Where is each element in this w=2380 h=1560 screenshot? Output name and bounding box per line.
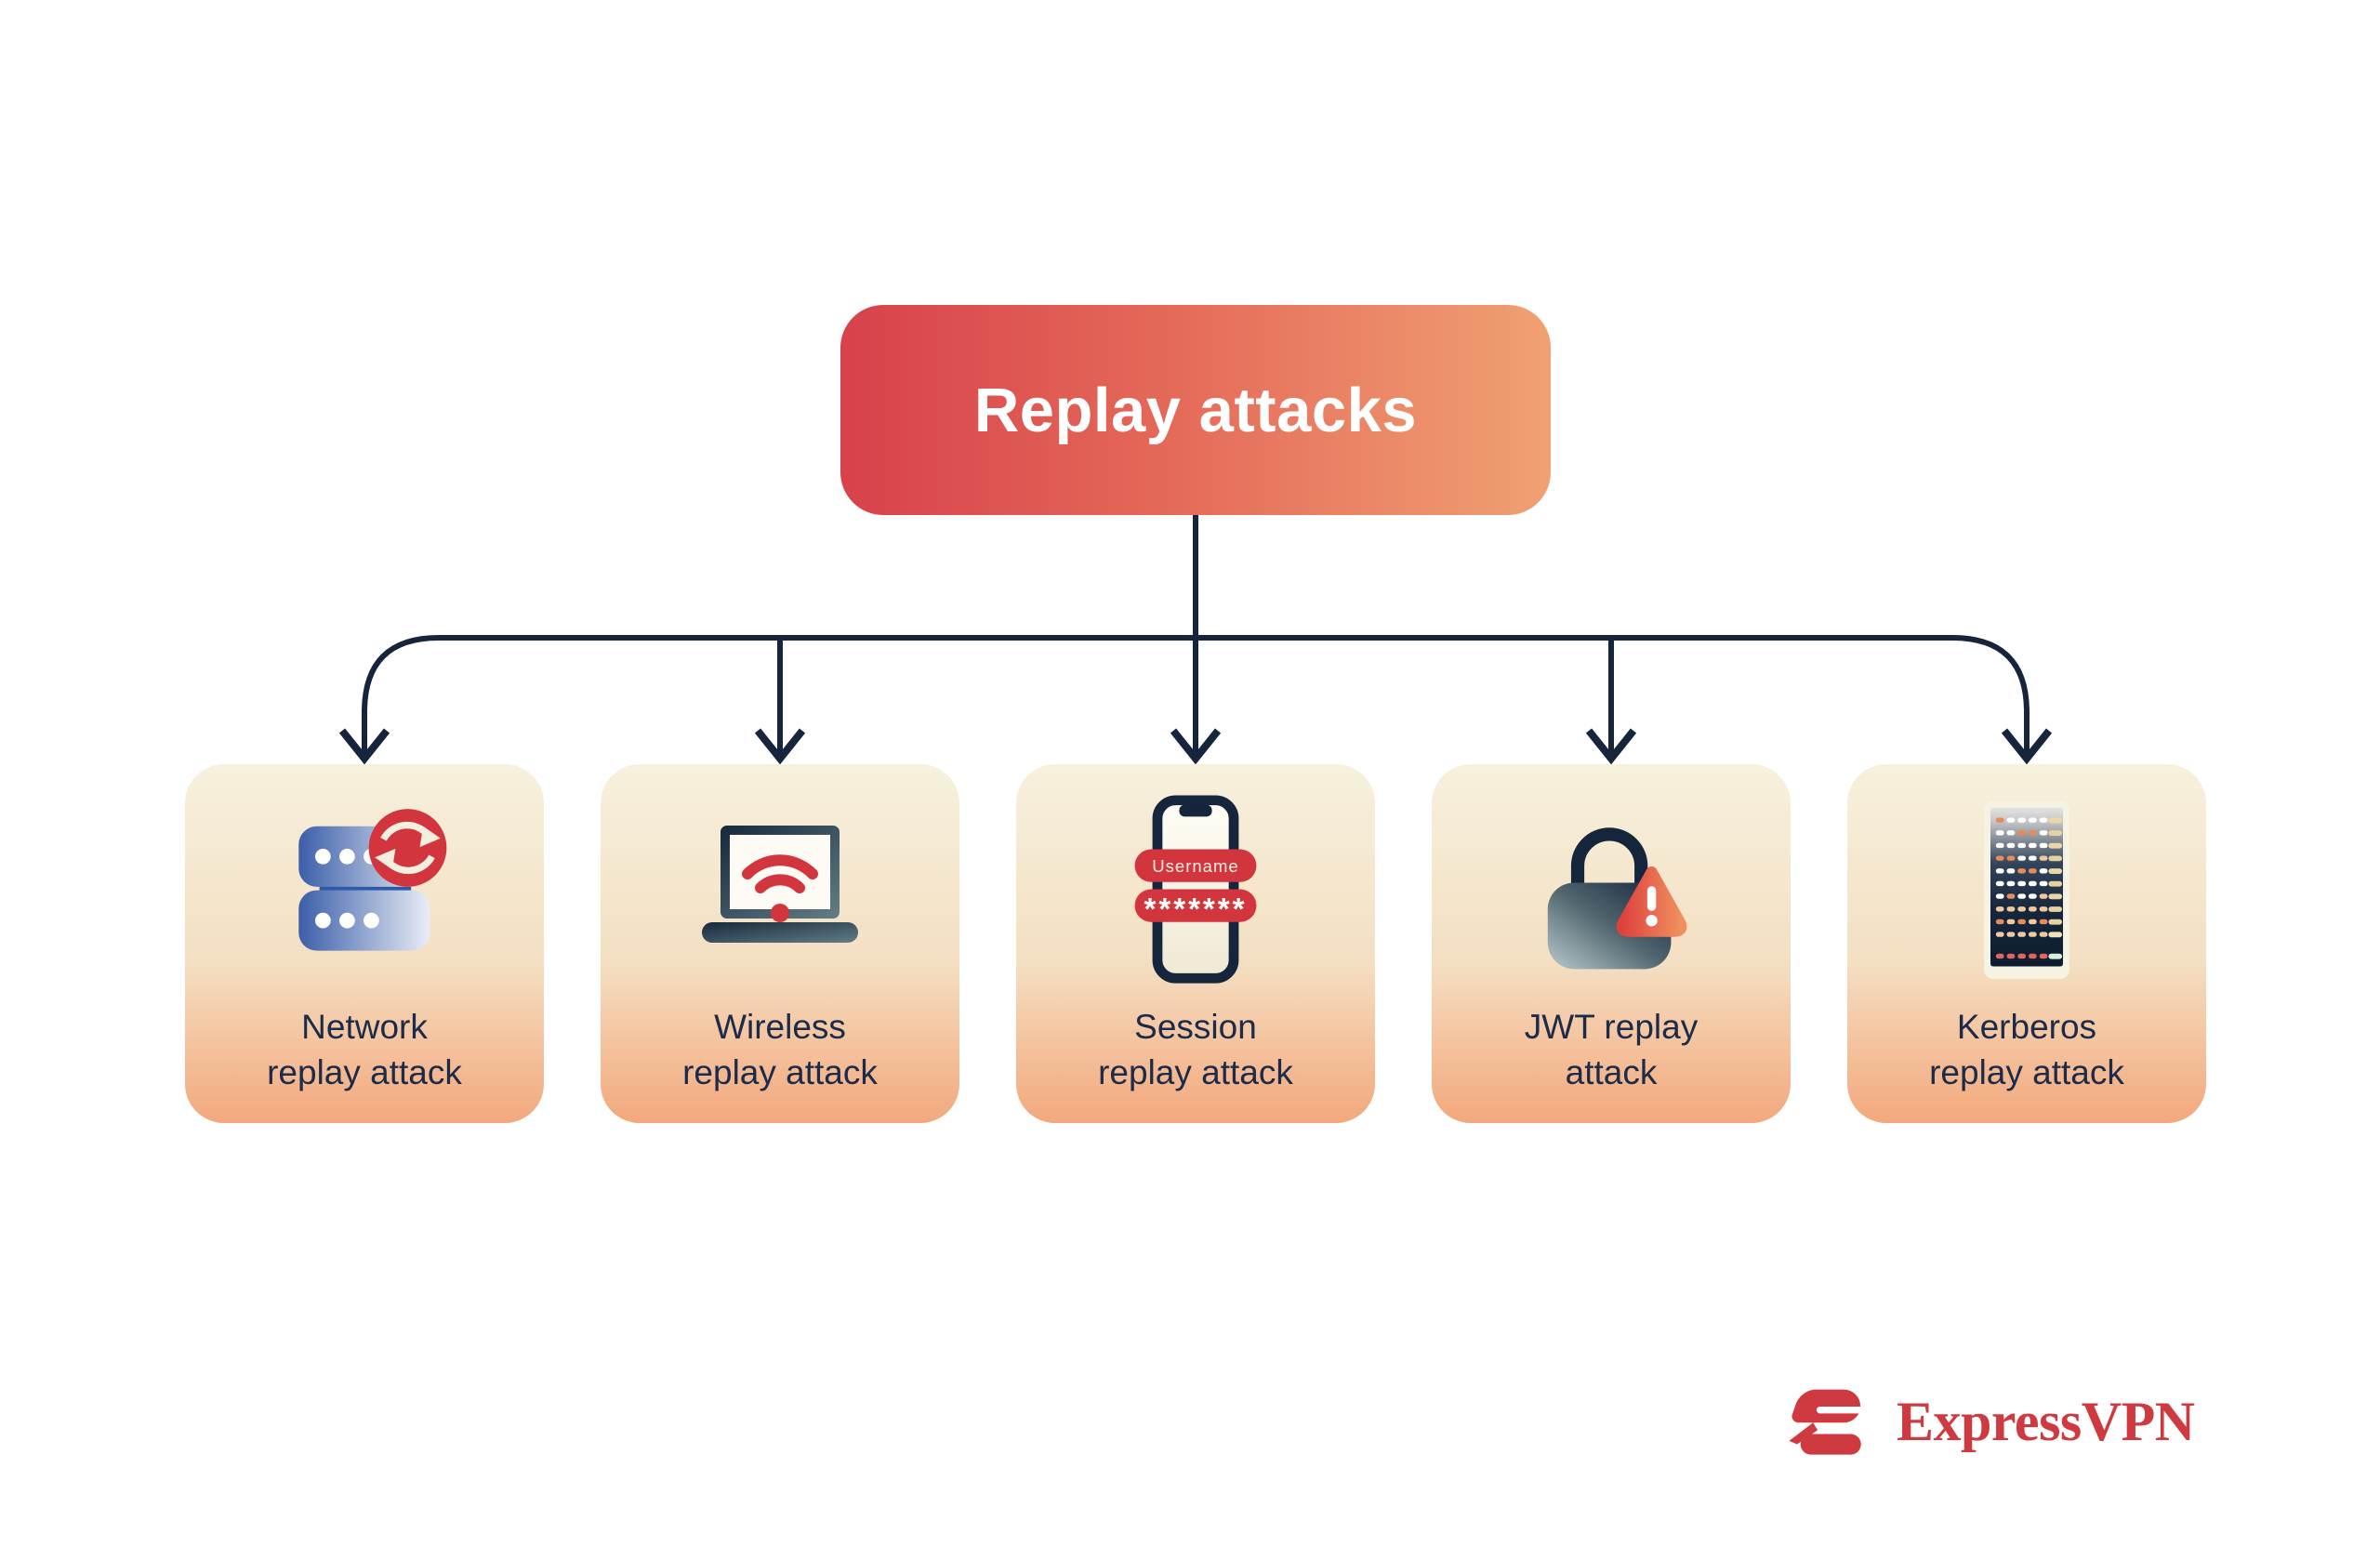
phone-credentials-icon: Username ******* bbox=[1134, 795, 1257, 984]
card-wireless-replay-attack: Wireless replay attack bbox=[601, 764, 959, 1123]
card-network-replay-attack: Network replay attack bbox=[185, 764, 544, 1123]
password-badge-text: ******* bbox=[1144, 892, 1248, 927]
server-sync-icon bbox=[298, 808, 447, 951]
username-badge-text: Username bbox=[1152, 856, 1238, 876]
card-session-replay-attack: Username ******* Session replay attack bbox=[1016, 764, 1375, 1123]
server-rack-icon bbox=[1984, 800, 2069, 980]
arrowhead-2 bbox=[754, 728, 806, 765]
arrowhead-4 bbox=[1585, 728, 1637, 765]
card-label: Wireless replay attack bbox=[682, 1008, 878, 1091]
expressvpn-logo-icon bbox=[1789, 1389, 1866, 1455]
card-kerberos-replay-attack: Kerberos replay attack bbox=[1847, 764, 2206, 1123]
connector-bus bbox=[362, 635, 2030, 753]
rack-led-rows bbox=[1995, 817, 2063, 959]
card-jwt-replay-attack: JWT replay attack bbox=[1432, 764, 1791, 1123]
expressvpn-logo: ExpressVPN bbox=[1787, 1387, 2195, 1456]
card-label: JWT replay attack bbox=[1524, 1008, 1699, 1091]
root-node-replay-attacks: Replay attacks bbox=[840, 305, 1551, 515]
arrowhead-3 bbox=[1170, 728, 1222, 765]
arrowhead-5 bbox=[2001, 728, 2053, 765]
card-label: Session replay attack bbox=[1098, 1008, 1293, 1091]
arrowhead-1 bbox=[338, 728, 390, 765]
lock-warning-icon bbox=[1547, 827, 1687, 970]
card-label: Kerberos replay attack bbox=[1929, 1008, 2124, 1091]
expressvpn-wordmark: ExpressVPN bbox=[1897, 1391, 2195, 1452]
laptop-wifi-icon bbox=[702, 826, 858, 943]
diagram-title: Replay attacks bbox=[973, 375, 1418, 445]
card-label: Network replay attack bbox=[267, 1008, 462, 1091]
